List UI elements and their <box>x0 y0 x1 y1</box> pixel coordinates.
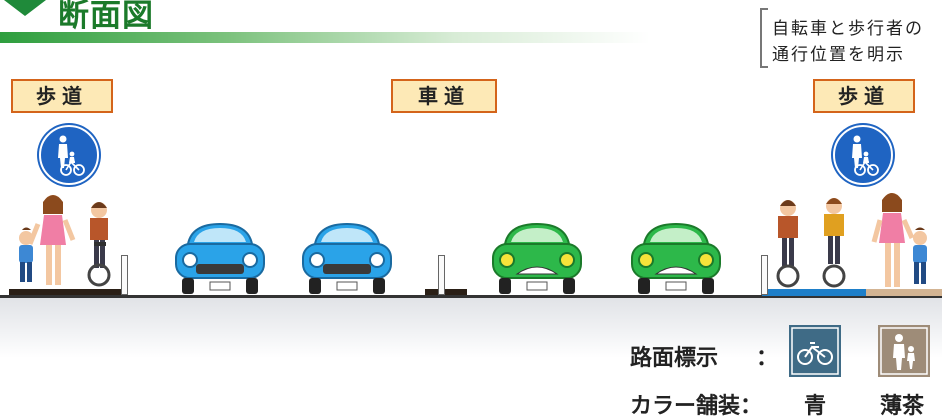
bollard-median <box>438 255 445 295</box>
annotation-line-2: 通行位置を明示 <box>772 45 905 65</box>
green-car-2 <box>631 222 721 294</box>
legend-tan-label: 薄茶 <box>880 394 925 419</box>
green-car-1 <box>492 222 582 294</box>
road-baseline <box>0 295 942 298</box>
bollard-right <box>761 255 768 295</box>
annotation-line-1: 自転車と歩行者の <box>772 19 924 39</box>
blue-car-1 <box>175 222 265 294</box>
left-sidewalk-curb <box>9 289 127 295</box>
right-cyclists-and-pedestrians <box>776 193 927 288</box>
label-left-sidewalk: 歩道 <box>11 79 113 113</box>
median-curb <box>425 289 467 295</box>
annotation-bracket: 自転車と歩行者の 通行位置を明示 <box>760 8 942 68</box>
left-pedestrians-and-cyclist <box>19 195 111 287</box>
label-right-sidewalk: 歩道 <box>813 79 915 113</box>
legend-color-paving-label: カラー舗装： <box>630 394 763 419</box>
header-gradient-bar <box>0 32 650 43</box>
road-surface <box>0 296 942 358</box>
triangle-marker-icon <box>4 0 46 16</box>
blue-car-2 <box>302 222 392 294</box>
pedestrian-marking-icon <box>878 325 930 377</box>
legend-road-marking-colon: ： <box>756 346 779 371</box>
blue-paving-strip <box>762 289 866 296</box>
page-title: 断面図 <box>58 0 154 34</box>
bicycle-marking-icon <box>789 325 841 377</box>
tan-paving-strip <box>866 289 942 296</box>
label-roadway: 車道 <box>391 79 497 113</box>
section-header: 断面図 <box>0 0 942 55</box>
legend-road-marking-label: 路面標示 <box>630 346 719 371</box>
bollard-left <box>121 255 128 295</box>
pedestrian-bicycle-sign-icon <box>833 125 893 185</box>
pedestrian-bicycle-sign-icon <box>39 125 99 185</box>
legend-blue-label: 青 <box>804 394 827 419</box>
